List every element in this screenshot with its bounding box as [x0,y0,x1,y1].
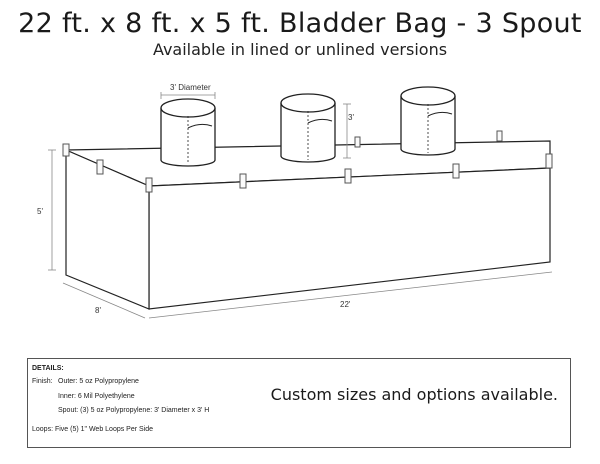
bladder-bag-diagram: 3' Diameter 3' 5' 8' 22' [37,83,553,319]
loop [239,173,247,189]
length-label: 22' [340,300,351,309]
finish-label: Finish: [32,378,53,385]
spout-height-label: 3' [348,113,354,122]
loop [496,130,503,142]
spout [280,93,336,163]
loop [96,159,104,175]
page-subtitle: Available in lined or unlined versions [152,40,448,59]
inner-material: Inner: 6 Mil Polyethylene [58,393,135,400]
outer-material: Outer: 5 oz Polypropylene [58,378,139,385]
loop [452,163,460,179]
loop [354,136,361,148]
height-label: 5' [37,207,43,216]
loop [145,177,153,193]
spout [160,98,216,167]
bag-front-face [148,167,551,310]
bag-side-face [65,149,150,310]
spout-diameter-label: 3' Diameter [170,83,211,92]
page-title: 22 ft. x 8 ft. x 5 ft. Bladder Bag - 3 S… [18,8,582,39]
loop [545,153,553,169]
loops-detail: Loops: Five (5) 1" Web Loops Per Side [32,426,154,433]
loop [62,143,70,157]
custom-sizes-note: Custom sizes and options available. [270,385,558,404]
spout [400,86,456,156]
details-heading: DETAILS: [32,365,64,372]
spout-material: Spout: (3) 5 oz Polypropylene: 3' Diamet… [58,407,210,414]
details-box: DETAILS: Finish: Outer: 5 oz Polypropyle… [27,358,571,448]
loop [344,168,352,184]
width-label: 8' [95,306,101,315]
